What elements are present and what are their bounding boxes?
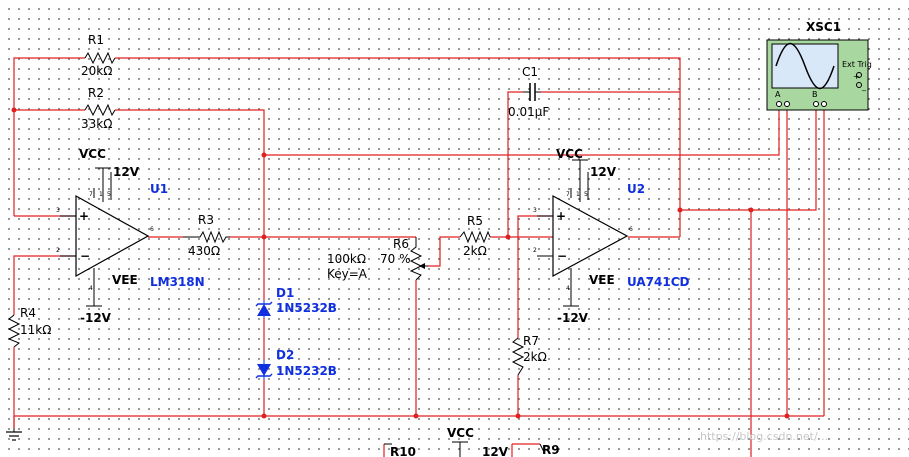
- vcc3-label: VCC: [447, 426, 474, 440]
- c1-capacitor[interactable]: C1 0.01µF: [508, 65, 549, 119]
- r2-ref: R2: [88, 86, 104, 100]
- r6-potentiometer[interactable]: R6 100kΩ 70 % Key=A: [327, 237, 428, 281]
- r6-key: Key=A: [327, 267, 368, 281]
- ch-b-minus-terminal[interactable]: [821, 101, 827, 107]
- r4-resistor[interactable]: R4 11kΩ: [7, 306, 51, 348]
- r3-resistor[interactable]: R3 430Ω: [183, 213, 230, 258]
- r5-value: 2kΩ: [463, 244, 487, 258]
- lower-partial-components: R10 VCC 12V R9: [384, 426, 560, 457]
- d2-zener-diode[interactable]: D2 1N5232B: [255, 348, 337, 380]
- u1-pin-1: 1: [99, 191, 103, 198]
- ext-trig-minus-terminal[interactable]: [856, 82, 862, 88]
- u2-vplus: 12V: [590, 165, 617, 179]
- r1-ref: R1: [88, 33, 104, 47]
- r3-ref: R3: [198, 213, 214, 227]
- u2-pin-plus: 3: [533, 207, 537, 214]
- u2-part: UA741CD: [627, 275, 690, 289]
- u1-pin-out: 6: [150, 226, 154, 233]
- r4-ref: R4: [20, 306, 36, 320]
- u1-pin-plus: 3: [56, 207, 60, 214]
- u1-plus-sign: +: [79, 209, 89, 223]
- u1-part: LM318N: [150, 275, 205, 289]
- u2-vee: VEE: [589, 273, 615, 287]
- xsc1-ref: XSC1: [806, 20, 841, 34]
- u1-vplus: 12V: [113, 165, 140, 179]
- ext-plus-label: +: [853, 72, 860, 81]
- ch-b-plus-terminal[interactable]: [813, 101, 819, 107]
- d1-zener-diode[interactable]: D1 1N5232B: [255, 286, 337, 318]
- ext-minus-label: _: [861, 82, 867, 91]
- u2-pin-5: 5: [584, 191, 588, 198]
- u1-vee: VEE: [112, 273, 138, 287]
- r9-ref: R9: [542, 443, 560, 457]
- r6-ref: R6: [393, 237, 409, 251]
- u1-opamp[interactable]: + − 3 2 6 7 1 5 4 VCC 12V VEE -12V U1 LM…: [56, 147, 205, 325]
- r6-percent: 70 %: [380, 252, 411, 266]
- c1-value: 0.01µF: [508, 105, 549, 119]
- r6-value: 100kΩ: [327, 252, 366, 266]
- u1-pin-minus: 2: [56, 247, 60, 254]
- r1-value: 20kΩ: [81, 64, 112, 78]
- u2-opamp[interactable]: + − 3 2 6 7 1 5 4 VCC 12V VEE -12V U2 UA…: [533, 147, 690, 325]
- u2-minus-sign: −: [557, 249, 567, 263]
- d2-part: 1N5232B: [276, 364, 337, 378]
- r2-value: 33kΩ: [81, 117, 112, 131]
- r4-value: 11kΩ: [20, 323, 51, 337]
- r3-value: 430Ω: [188, 244, 220, 258]
- u2-pin-out: 6: [629, 226, 633, 233]
- r1-resistor[interactable]: R1 20kΩ: [81, 33, 116, 78]
- u1-pin-5: 5: [107, 191, 111, 198]
- u2-vcc: VCC: [556, 147, 583, 161]
- u2-pin-minus: 2: [533, 247, 537, 254]
- xsc1-ch-a: A: [775, 90, 781, 99]
- u1-pin-7: 7: [89, 191, 93, 198]
- xsc1-ext-trig: Ext Trig: [842, 60, 872, 69]
- r7-resistor[interactable]: R7 2kΩ: [511, 334, 547, 376]
- wires: [13, 57, 825, 457]
- r7-value: 2kΩ: [523, 350, 547, 364]
- r2-resistor[interactable]: R2 33kΩ: [81, 86, 116, 131]
- d1-part: 1N5232B: [276, 301, 337, 315]
- ch-a-minus-terminal[interactable]: [784, 101, 790, 107]
- u2-plus-sign: +: [556, 209, 566, 223]
- u1-ref: U1: [150, 182, 168, 196]
- watermark: https://blog.csdn.net/...: [700, 430, 828, 443]
- d1-ref: D1: [276, 286, 294, 300]
- u1-pin-4: 4: [89, 285, 93, 292]
- junctions: [11, 107, 790, 419]
- u1-vcc: VCC: [79, 147, 106, 161]
- r7-ref: R7: [523, 334, 539, 348]
- u2-pin-7: 7: [566, 191, 570, 198]
- r5-resistor[interactable]: R5 2kΩ: [459, 214, 491, 258]
- r10-ref: R10: [390, 445, 416, 457]
- u2-ref: U2: [627, 182, 645, 196]
- r5-ref: R5: [467, 214, 483, 228]
- sine-wave-icon: [775, 43, 835, 89]
- ext-trig-plus-terminal[interactable]: [856, 72, 862, 78]
- xsc1-oscilloscope[interactable]: XSC1 Ext Trig + _ A B: [766, 20, 872, 111]
- u2-pin-4: 4: [566, 285, 570, 292]
- c1-ref: C1: [522, 65, 538, 79]
- u2-vminus: -12V: [557, 311, 589, 325]
- vcc3-value: 12V: [482, 445, 509, 457]
- u2-pin-1: 1: [576, 191, 580, 198]
- d2-ref: D2: [276, 348, 294, 362]
- u1-minus-sign: −: [80, 249, 90, 263]
- u1-vminus: -12V: [80, 311, 112, 325]
- ch-a-plus-terminal[interactable]: [776, 101, 782, 107]
- ground-symbol[interactable]: [6, 428, 22, 441]
- xsc1-ch-b: B: [812, 90, 818, 99]
